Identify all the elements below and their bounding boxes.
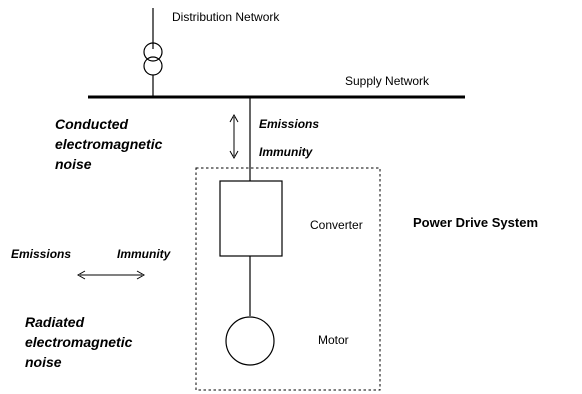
radiated-noise-line-2: electromagnetic [25, 334, 133, 350]
conducted-emissions-label: Emissions [259, 117, 320, 131]
conducted-immunity-label: Immunity [259, 145, 313, 159]
motor-label: Motor [318, 333, 349, 347]
radiated-emissions-label: Emissions [11, 247, 72, 261]
power-drive-system-boundary [195, 167, 381, 391]
radiated-noise-line-3: noise [25, 354, 62, 370]
conducted-noise-label: Conducted electromagnetic noise [55, 114, 162, 174]
power-drive-system-label: Power Drive System [413, 215, 539, 230]
radiated-immunity-label: Immunity [117, 247, 171, 261]
converter-block [219, 180, 283, 257]
conducted-noise-arrow-icon [229, 113, 239, 160]
motor-symbol-icon [225, 316, 275, 366]
converter-label: Converter [310, 218, 363, 232]
conducted-noise-line-1: Conducted [55, 116, 129, 132]
conducted-noise-line-3: noise [55, 156, 92, 172]
supply-network-label: Supply Network [345, 74, 430, 88]
conducted-noise-line-2: electromagnetic [55, 136, 163, 152]
distribution-network-label: Distribution Network [172, 10, 280, 24]
radiated-noise-label: Radiated electromagnetic noise [25, 312, 132, 372]
radiated-noise-arrow-icon [76, 270, 146, 280]
radiated-noise-line-1: Radiated [25, 314, 85, 330]
